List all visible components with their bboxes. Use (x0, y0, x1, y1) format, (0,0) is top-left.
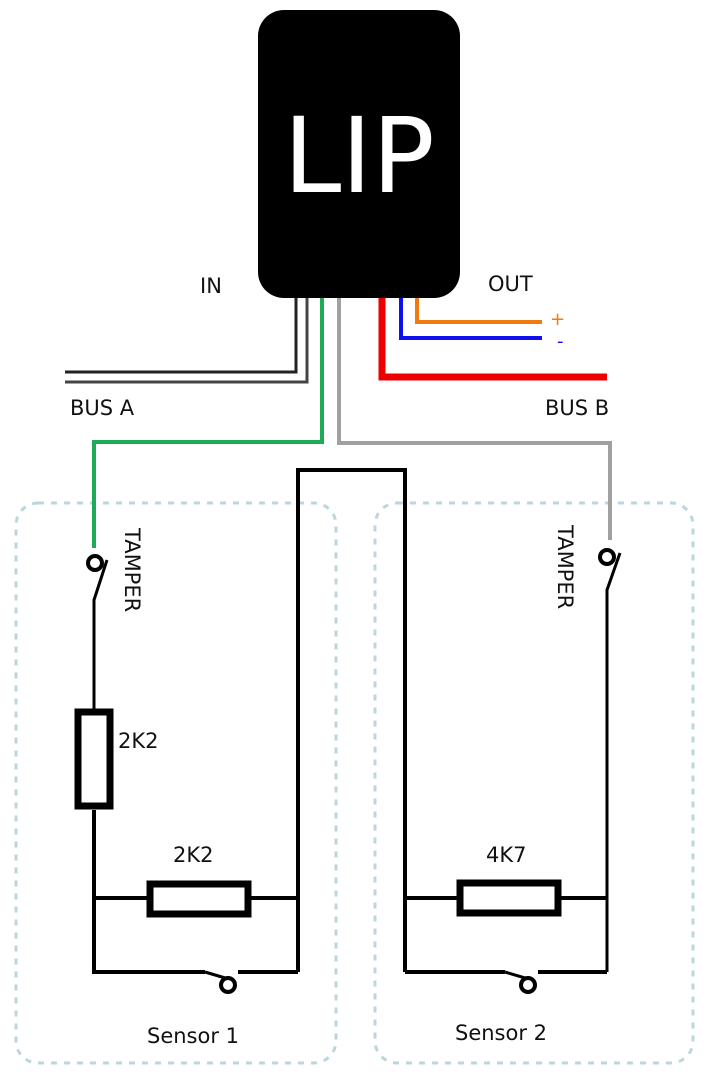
minus-label: - (557, 331, 564, 352)
sensor-1-label: Sensor 1 (147, 1024, 239, 1048)
green-wire (92, 298, 324, 548)
sensor-1-switch-icon (219, 976, 237, 994)
gray-wire (337, 298, 612, 540)
tamper-switch-1-icon (86, 554, 104, 572)
red-wire (378, 298, 607, 381)
sensor-1-wire (92, 810, 205, 974)
alarm-resistor-2-icon (456, 879, 562, 917)
tamper-1-label: TAMPER (120, 527, 144, 612)
alarm-resistor-1-label: 2K2 (173, 843, 214, 867)
link-wire (296, 468, 407, 972)
tamper-resistor-1-icon (74, 708, 114, 810)
alarm-resistor-1-icon (146, 880, 252, 918)
tamper-switch-2-icon (598, 548, 616, 566)
lip-label: LIP (283, 95, 434, 217)
blue-wire (399, 298, 542, 340)
out-label: OUT (488, 272, 533, 296)
tamper-resistor-1-label: 2K2 (118, 729, 159, 753)
lip-module (258, 10, 460, 298)
sensor-2-label: Sensor 2 (455, 1021, 547, 1045)
bus-a-wire (65, 298, 298, 374)
tamper-switch-1-blade (92, 559, 109, 710)
in-label: IN (200, 274, 222, 298)
tamper-switch-2-blade (605, 552, 622, 972)
bus-a-wire-2 (65, 298, 309, 384)
bus-b-label: BUS B (545, 396, 609, 420)
bus-a-label: BUS A (70, 396, 135, 420)
sensor-2-switch-icon (519, 976, 537, 994)
sensor-1-box (14, 501, 338, 1065)
plus-label: + (550, 309, 565, 330)
alarm-resistor-2-label: 4K7 (486, 843, 527, 867)
tamper-2-label: TAMPER (553, 524, 577, 609)
orange-wire (415, 298, 542, 324)
